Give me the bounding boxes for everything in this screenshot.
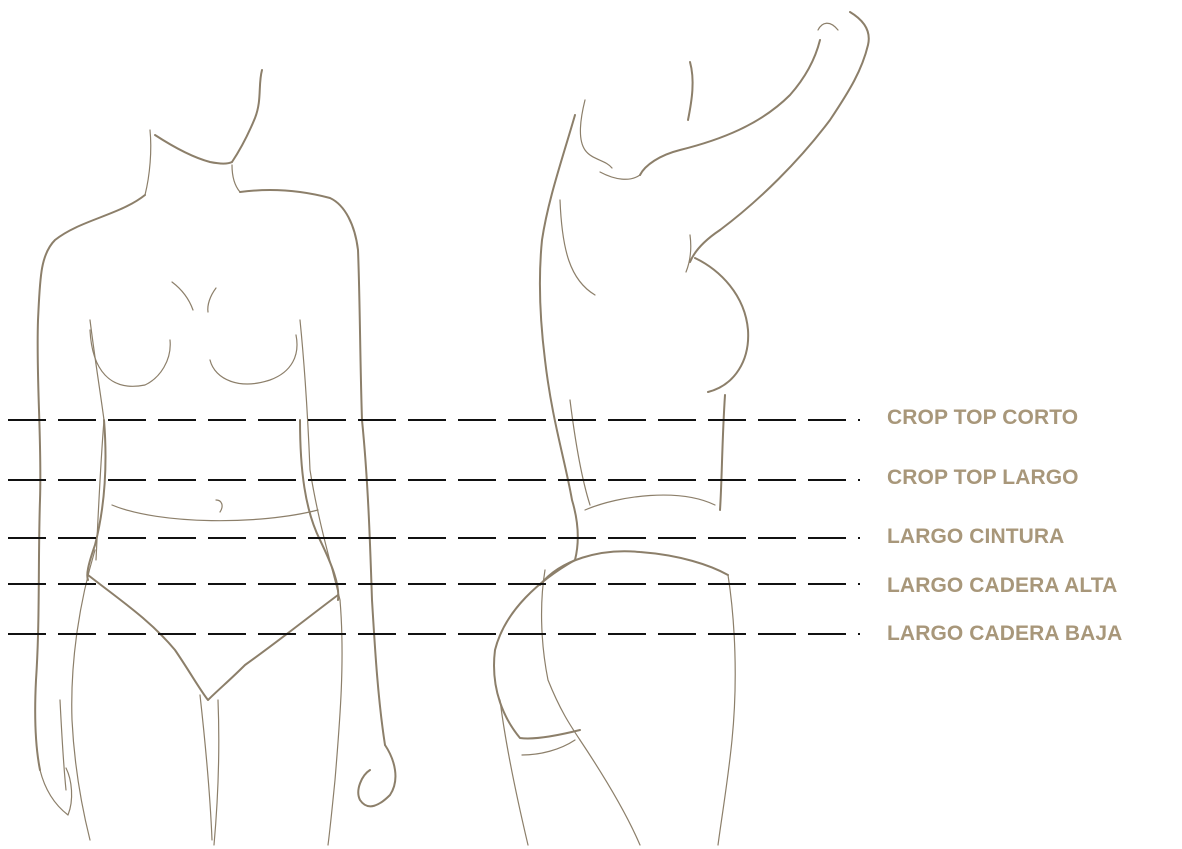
label-largo-cintura: LARGO CINTURA xyxy=(887,525,1064,549)
label-crop-top-corto: CROP TOP CORTO xyxy=(887,406,1078,430)
label-crop-top-largo: CROP TOP LARGO xyxy=(887,466,1079,490)
front-view-figure xyxy=(35,70,395,845)
label-largo-cadera-baja: LARGO CADERA BAJA xyxy=(887,622,1122,646)
label-largo-cadera-alta: LARGO CADERA ALTA xyxy=(887,574,1117,598)
level-guide-lines xyxy=(8,420,860,634)
side-back-view-figure xyxy=(494,12,869,845)
